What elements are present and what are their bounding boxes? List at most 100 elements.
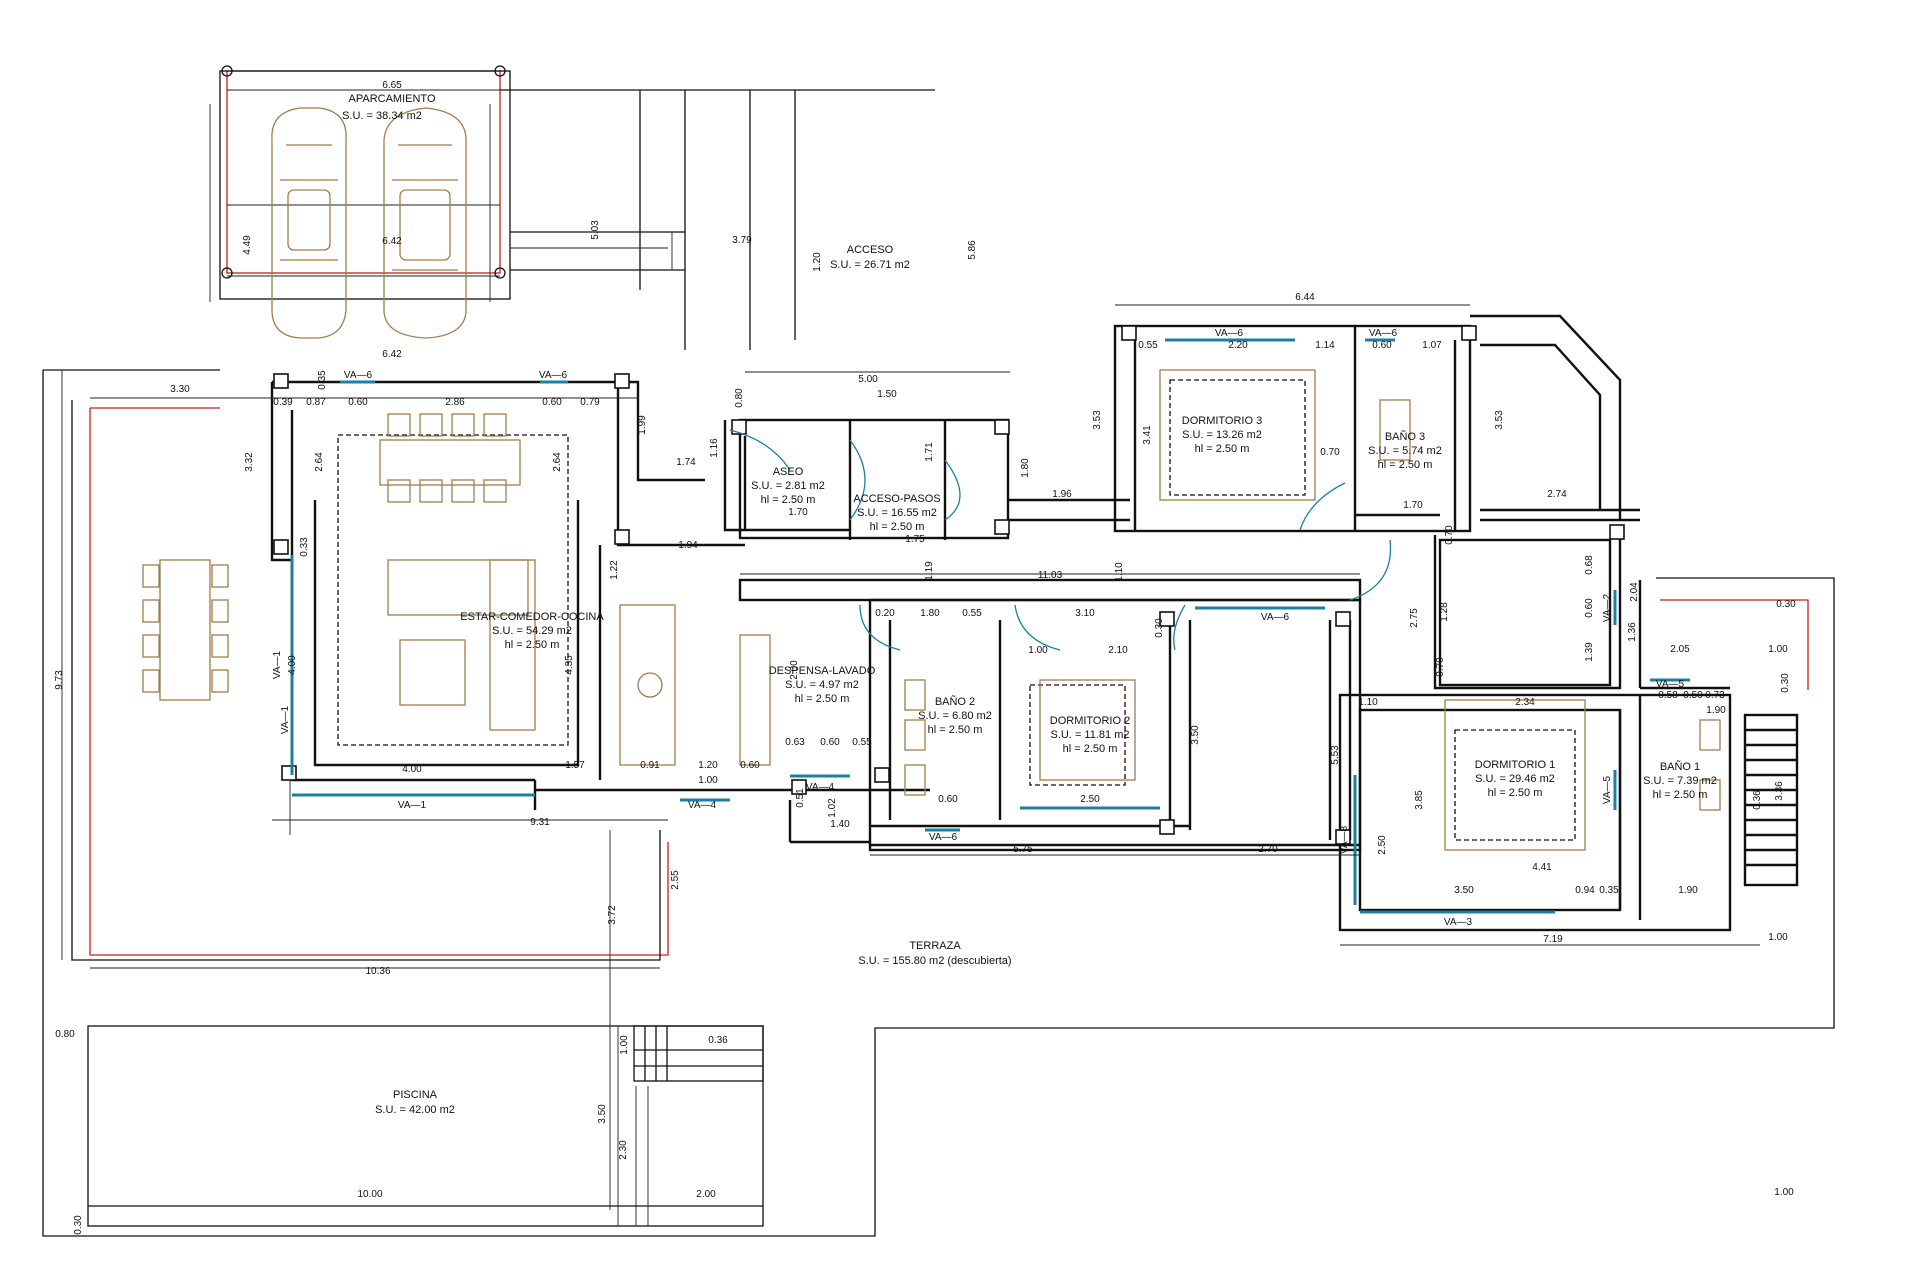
window-tag: VA—5 (1602, 775, 1613, 804)
dimension-label: 1.96 (1052, 489, 1072, 500)
dimension-label: 3.53 (1494, 410, 1505, 430)
dimension-label: 1.70 (1403, 500, 1423, 511)
window-tag: VA—5 (1656, 679, 1685, 690)
dimension-label: 1.14 (1315, 340, 1335, 351)
dimension-label: 3.53 (1092, 410, 1103, 430)
dimension-label: 1.02 (827, 798, 838, 818)
dimension-label: 2.50 (1377, 835, 1388, 855)
dimension-label: 1.70 (788, 507, 808, 518)
room-height-dormitorio-3: hl = 2.50 m (1195, 443, 1250, 455)
dimension-label: 2.74 (1547, 489, 1567, 500)
dimension-label: 5.53 (1330, 745, 1341, 765)
room-area-estar: S.U. = 54.29 m2 (492, 625, 572, 637)
dimension-label: 1.00 (619, 1035, 630, 1055)
room-area-aseo: S.U. = 2.81 m2 (751, 480, 825, 492)
room-name-estar: ESTAR-COMEDOR-COCINA (460, 611, 604, 623)
room-name-piscina: PISCINA (393, 1089, 438, 1101)
pool-area (87, 1025, 764, 1227)
dimension-label: 0.87 (306, 397, 326, 408)
dimension-label: 4.49 (242, 235, 253, 255)
dimension-label: 2.50 (1080, 794, 1100, 805)
room-name-dormitorio-1: DORMITORIO 1 (1475, 759, 1555, 771)
dimension-label: 10.36 (365, 966, 390, 977)
room-area-piscina: S.U. = 42.00 m2 (375, 1104, 455, 1116)
dimension-label: 0.50 (1683, 690, 1703, 701)
room-area-bano-2: S.U. = 6.80 m2 (918, 710, 992, 722)
dimension-label: 1.94 (678, 540, 698, 551)
dimension-label: 0.30 (73, 1215, 84, 1235)
room-labels: APARCAMIENTO S.U. = 38.34 m2 ACCESO S.U.… (342, 93, 1717, 1116)
acceso-area (500, 89, 935, 350)
dimension-label: 0.60 (542, 397, 562, 408)
room-name-bano-3: BAÑO 3 (1385, 430, 1425, 443)
window-tag: VA—1 (280, 705, 291, 734)
dimension-label: 0.39 (273, 397, 293, 408)
dimension-label: 0.94 (1575, 885, 1595, 896)
dimension-label: 5.86 (967, 240, 978, 260)
dimension-label: 2.34 (1515, 697, 1535, 708)
dimension-label: 6.65 (382, 80, 402, 91)
dimension-label: 2.30 (618, 1140, 629, 1160)
dimension-label: 1.57 (565, 760, 585, 771)
dimension-label: 4.00 (402, 764, 422, 775)
room-name-acceso-pasos: ACCESO-PASOS (853, 493, 940, 505)
dimension-label: 0.60 (348, 397, 368, 408)
dimension-label: 1.99 (637, 415, 648, 435)
dimension-label: 7.19 (1543, 934, 1563, 945)
room-name-terraza: TERRAZA (909, 940, 961, 952)
dimension-label: 0.70 (1320, 447, 1340, 458)
window-tag: VA—6 (1369, 328, 1398, 339)
window-tag: VA—6 (1215, 328, 1244, 339)
dimension-label: 3.50 (1454, 885, 1474, 896)
dimension-label: 0.60 (820, 737, 840, 748)
room-name-dormitorio-3: DORMITORIO 3 (1182, 415, 1262, 427)
dimension-label: 0.60 (1372, 340, 1392, 351)
dimension-label: 1.20 (698, 760, 718, 771)
dimension-label: 2.64 (314, 452, 325, 472)
dimension-label: 0.30 (1776, 599, 1796, 610)
outdoor-dining-table (142, 559, 229, 701)
doors (729, 429, 1392, 651)
dimension-label: 2.00 (696, 1189, 716, 1200)
dimension-label: 0.36 (708, 1035, 728, 1046)
terrace-boundary (42, 369, 1835, 1237)
dimension-label: 3.32 (244, 452, 255, 472)
room-area-dormitorio-1: S.U. = 29.46 m2 (1475, 773, 1555, 785)
dimension-label: 5.75 (1013, 844, 1033, 855)
dimension-label: 2.64 (552, 452, 563, 472)
room-name-acceso: ACCESO (847, 244, 894, 256)
windows (290, 338, 1690, 914)
window-tag: VA—1 (272, 650, 283, 679)
room-area-acceso: S.U. = 26.71 m2 (830, 259, 910, 271)
dimension-label: 0.60 (1584, 598, 1595, 618)
dimension-label: 3.85 (1414, 790, 1425, 810)
dimension-label: 3.41 (1142, 425, 1153, 445)
dimension-label: 3.30 (170, 384, 190, 395)
window-tag: VA—4 (806, 782, 835, 793)
dimension-label: 6.44 (1295, 292, 1315, 303)
dimension-label: 0.68 (1584, 555, 1595, 575)
car-1-icon (271, 107, 347, 339)
dimension-label: 2.75 (1409, 608, 1420, 628)
dimension-label: 2.05 (1670, 644, 1690, 655)
window-tag: VA—6 (344, 370, 373, 381)
dimension-label: 1.71 (924, 442, 935, 462)
dimension-label: 0.30 (1154, 618, 1165, 638)
room-area-bano-1: S.U. = 7.39 m2 (1643, 775, 1717, 787)
dimension-label: 9.31 (530, 817, 550, 828)
dimension-label: 1.00 (1774, 1187, 1794, 1198)
dimension-label: 2.55 (670, 870, 681, 890)
room-area-aparcamiento: S.U. = 38.34 m2 (342, 110, 422, 122)
window-tag: VA—4 (688, 800, 717, 811)
room-height-aseo: hl = 2.50 m (761, 494, 816, 506)
dimension-label: 1.00 (1768, 932, 1788, 943)
dimension-label: 0.60 (740, 760, 760, 771)
dimension-label: 1.22 (609, 560, 620, 580)
dimension-label: 0.63 (785, 737, 805, 748)
window-tag: VA—2 (1602, 593, 1613, 622)
dimension-label: 0.36 (1752, 790, 1763, 810)
dimension-label: 4.00 (287, 655, 298, 675)
dimension-label: 10.00 (357, 1189, 382, 1200)
dimension-label: 1.00 (1028, 645, 1048, 656)
